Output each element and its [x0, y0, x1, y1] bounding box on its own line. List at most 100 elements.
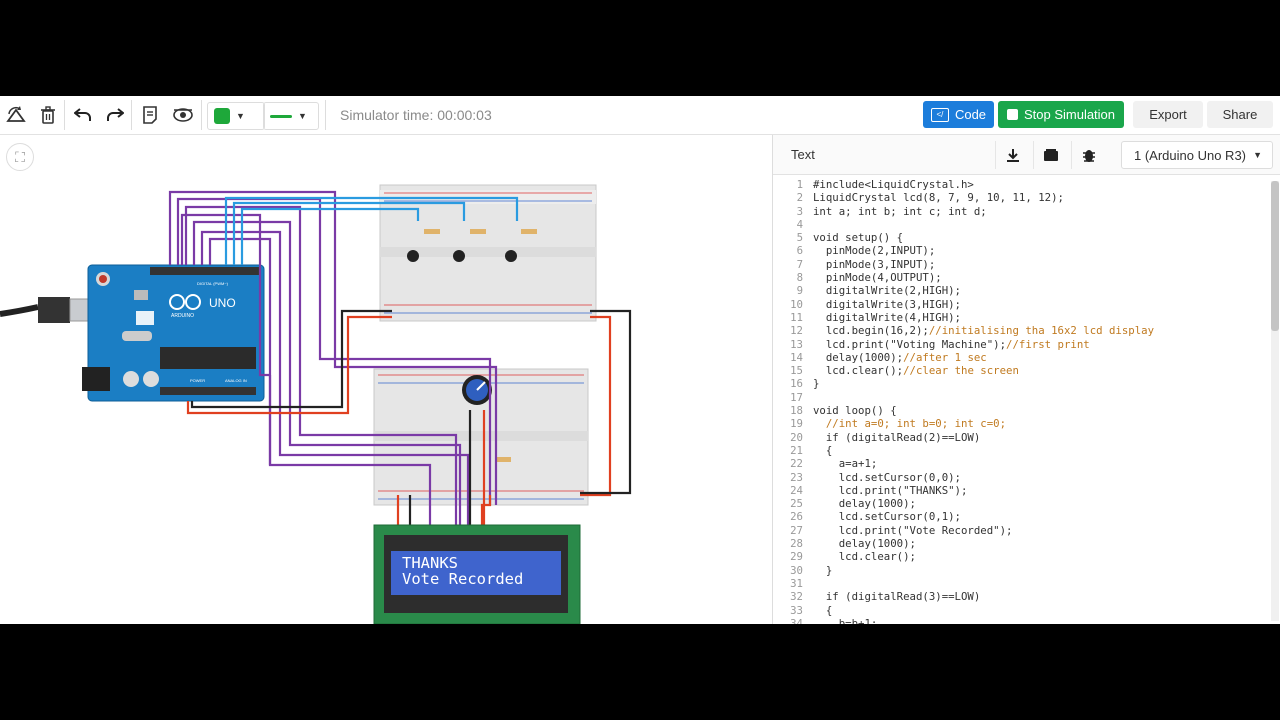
download-icon[interactable] [995, 141, 1030, 169]
code-line[interactable]: 13 lcd.print("Voting Machine");//first p… [773, 338, 1267, 351]
line-code: digitalWrite(4,HIGH); [813, 310, 961, 324]
line-number: 10 [790, 297, 803, 311]
line-number: 29 [790, 550, 803, 564]
code-line[interactable]: 7 pinMode(3,INPUT); [773, 258, 1267, 271]
line-number: 2 [796, 191, 803, 205]
code-line[interactable]: 9 digitalWrite(2,HIGH); [773, 284, 1267, 297]
scrollbar-thumb[interactable] [1271, 181, 1279, 331]
fill-color-picker[interactable]: ▼ [207, 102, 265, 130]
code-line[interactable]: 12 lcd.begin(16,2);//initialising tha 16… [773, 324, 1267, 337]
chevron-down-icon: ▼ [298, 111, 307, 121]
export-button[interactable]: Export [1133, 101, 1203, 128]
purple-wires [168, 190, 498, 525]
lcd-16x2-module[interactable] [373, 524, 581, 624]
analog-header-label: ANALOG IN [225, 378, 247, 383]
blue-wires [224, 196, 519, 265]
arduino-uno-board[interactable] [82, 264, 265, 402]
line-number: 12 [790, 324, 803, 338]
line-number: 21 [790, 443, 803, 457]
code-line[interactable]: 10 digitalWrite(3,HIGH); [773, 298, 1267, 311]
simulator-time: Simulator time: 00:00:03 [340, 107, 492, 123]
board-select[interactable]: 1 (Arduino Uno R3) ▼ [1121, 141, 1273, 169]
code-line[interactable]: 20 if (digitalRead(2)==LOW) [773, 431, 1267, 444]
code-line[interactable]: 27 lcd.print("Vote Recorded"); [773, 524, 1267, 537]
editor-mode-label[interactable]: Text [791, 147, 815, 162]
circuit-canvas[interactable]: ⛶ [0, 135, 772, 624]
code-line[interactable]: 30 } [773, 564, 1267, 577]
code-line[interactable]: 28 delay(1000); [773, 537, 1267, 550]
line-code: lcd.print("Voting Machine"); [813, 337, 1007, 351]
code-line[interactable]: 15 lcd.clear();//clear the screen [773, 364, 1267, 377]
share-button[interactable]: Share [1207, 101, 1273, 128]
stop-simulation-label: Stop Simulation [1023, 107, 1116, 122]
code-line[interactable]: 24 lcd.print("THANKS"); [773, 484, 1267, 497]
zoom-to-fit-icon[interactable]: ⛶ [6, 143, 34, 171]
line-number: 14 [790, 350, 803, 364]
stop-simulation-button[interactable]: Stop Simulation [998, 101, 1124, 128]
code-button[interactable]: </ Code [923, 101, 994, 128]
code-line[interactable]: 25 delay(1000); [773, 497, 1267, 510]
code-line[interactable]: 26 lcd.setCursor(0,1); [773, 510, 1267, 523]
code-line[interactable]: 32 if (digitalRead(3)==LOW) [773, 590, 1267, 603]
potentiometer[interactable] [462, 375, 492, 405]
line-code: } [813, 563, 833, 577]
notes-icon[interactable] [137, 102, 163, 128]
line-number: 27 [790, 523, 803, 537]
code-line[interactable]: 16} [773, 377, 1267, 390]
line-code: delay(1000); [813, 497, 916, 511]
line-code: digitalWrite(3,HIGH); [813, 297, 961, 311]
debugger-icon[interactable] [1071, 141, 1106, 169]
line-code: lcd.clear(); [813, 364, 904, 378]
code-line[interactable]: 29 lcd.clear(); [773, 550, 1267, 563]
code-line[interactable]: 21 { [773, 444, 1267, 457]
code-line[interactable]: 4 [773, 218, 1267, 231]
code-line[interactable]: 17 [773, 391, 1267, 404]
line-number: 34 [790, 616, 803, 624]
code-line[interactable]: 6 pinMode(2,INPUT); [773, 244, 1267, 257]
line-number: 23 [790, 470, 803, 484]
code-line[interactable]: 22 a=a+1; [773, 457, 1267, 470]
code-line[interactable]: 8 pinMode(4,OUTPUT); [773, 271, 1267, 284]
line-comment: //clear the screen [903, 364, 1019, 378]
line-code: lcd.print("Vote Recorded"); [813, 523, 1013, 537]
line-code: a=a+1; [813, 457, 878, 471]
line-number: 19 [790, 417, 803, 431]
toolbar: ▼ ▼ Simulator time: 00:00:03 </ Code Sto… [0, 96, 1280, 135]
delete-icon[interactable] [35, 102, 61, 128]
code-line[interactable]: 34 b=b+1; [773, 617, 1267, 624]
code-line[interactable]: 11 digitalWrite(4,HIGH); [773, 311, 1267, 324]
chevron-down-icon: ▼ [236, 111, 245, 121]
code-line[interactable]: 14 delay(1000);//after 1 sec [773, 351, 1267, 364]
code-scrollbar[interactable] [1271, 181, 1279, 621]
rotate-icon[interactable] [3, 102, 29, 128]
breadboard-bottom[interactable] [373, 368, 589, 506]
line-number: 15 [790, 364, 803, 378]
line-code: lcd.setCursor(0,0); [813, 470, 961, 484]
line-number: 25 [790, 497, 803, 511]
code-line[interactable]: 31 [773, 577, 1267, 590]
undo-icon[interactable] [70, 102, 96, 128]
wire-style-picker[interactable]: ▼ [263, 102, 319, 130]
code-button-label: Code [954, 107, 987, 122]
arduino-brand-label: ARDUINO [171, 313, 194, 319]
code-line[interactable]: 19 //int a=0; int b=0; int c=0; [773, 417, 1267, 430]
color-swatch [214, 108, 230, 124]
tinkercad-app: ▼ ▼ Simulator time: 00:00:03 </ Code Sto… [0, 96, 1280, 624]
redo-icon[interactable] [102, 102, 128, 128]
line-number: 30 [790, 563, 803, 577]
breadboard-top[interactable] [379, 184, 597, 322]
code-line[interactable]: 23 lcd.setCursor(0,0); [773, 471, 1267, 484]
line-number: 5 [796, 231, 803, 245]
code-line[interactable]: 33 { [773, 604, 1267, 617]
line-code: { [813, 603, 833, 617]
line-code: { [813, 443, 833, 457]
visibility-icon[interactable] [170, 102, 196, 128]
line-code: void loop() { [813, 404, 897, 418]
code-line[interactable]: 1#include<LiquidCrystal.h> [773, 178, 1267, 191]
library-icon[interactable] [1033, 141, 1068, 169]
